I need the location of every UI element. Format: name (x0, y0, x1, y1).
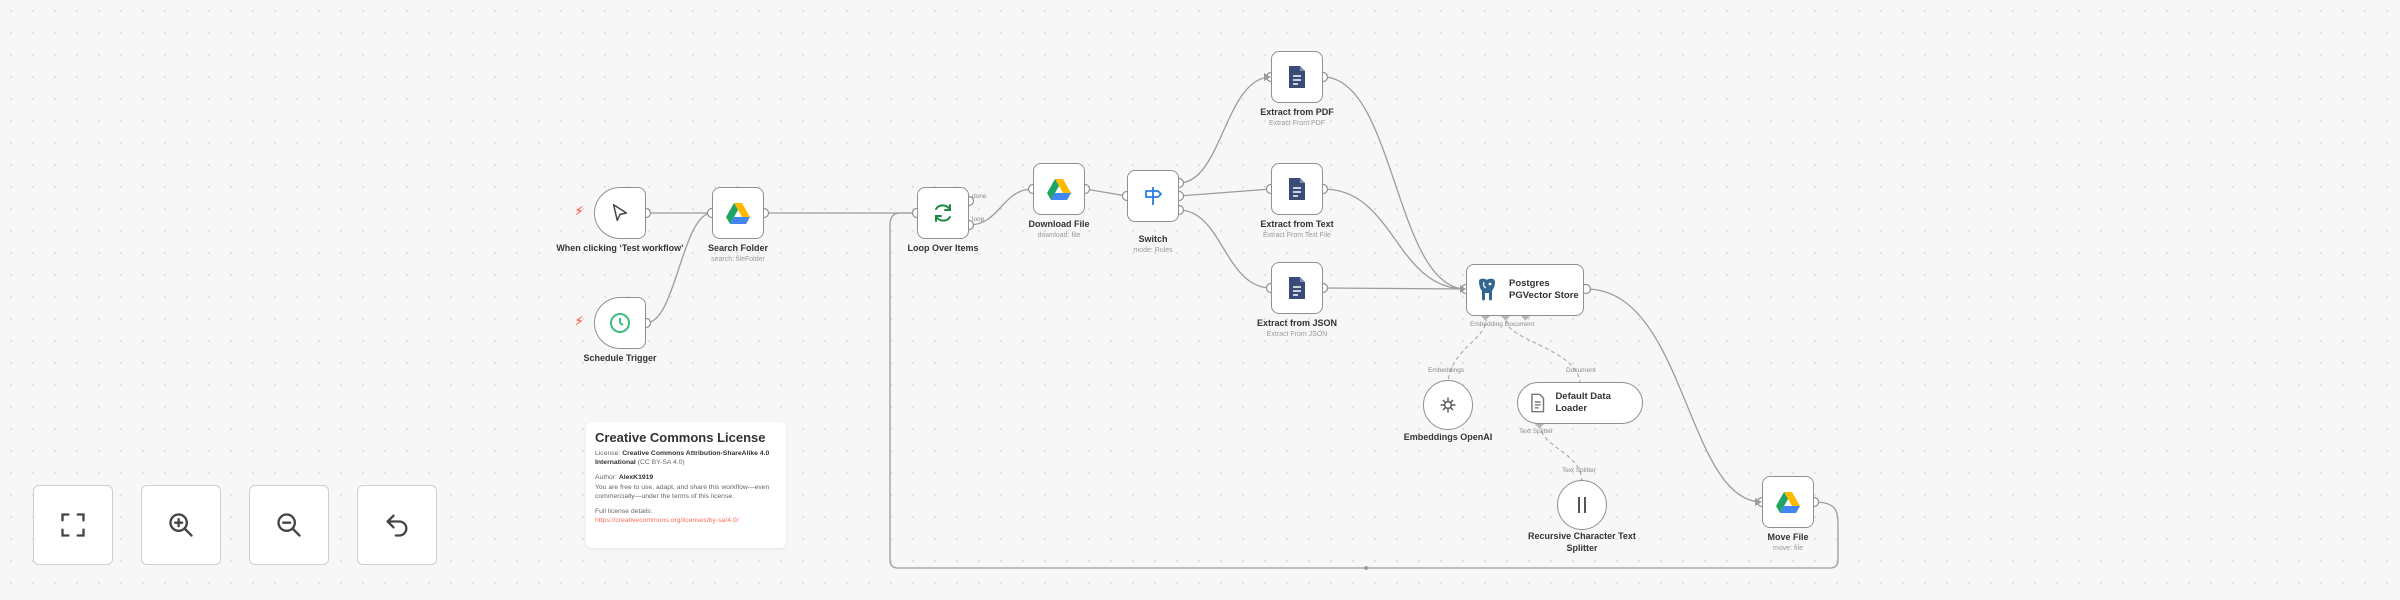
node-search-folder-subtitle: search: fileFolder (711, 256, 765, 263)
node-download-file-subtitle: download: file (1037, 232, 1081, 239)
signpost-icon (1145, 187, 1162, 205)
node-switch-subtitle: mode: Rules (1133, 247, 1173, 254)
author-label: Author: (595, 474, 619, 482)
node-schedule-trigger-label: Schedule Trigger (583, 353, 657, 363)
node-loop-label: Loop Over Items (907, 243, 979, 253)
openai-icon (1440, 397, 1456, 413)
node-extract-from-text[interactable] (1271, 163, 1323, 215)
node-extract-text-subtitle: Extract From Text File (1263, 232, 1331, 239)
edge-move-to-loop-return (889, 212, 1839, 569)
edge-download-to-switch (1084, 188, 1128, 197)
details-line: Full license details: https://creativecom… (595, 507, 777, 525)
node-embeddings-label: Embeddings OpenAI (1403, 432, 1493, 442)
node-recursive-text-splitter[interactable] (1557, 480, 1607, 530)
node-switch[interactable] (1127, 170, 1179, 222)
edge-loader-to-store (1505, 319, 1581, 385)
reset-zoom-button[interactable] (357, 485, 437, 565)
node-extract-json-label: Extract from JSON (1256, 318, 1338, 328)
license-body: You are free to use, adapt, and share th… (595, 483, 770, 500)
node-splitter-label: Recursive Character Text Splitter (1528, 531, 1636, 553)
license-label: License: (595, 450, 623, 457)
edge-json-to-store (1322, 287, 1467, 290)
license-link[interactable]: https://creativecommons.org/licenses/by-… (595, 517, 739, 525)
document-icon (1531, 393, 1545, 413)
edge-switch-to-pdf (1178, 76, 1272, 184)
postgres-elephant-icon (1479, 278, 1495, 301)
pgvector-ports-label: Embedding Document (1470, 321, 1535, 328)
node-extract-pdf-subtitle: Extract From PDF (1268, 120, 1325, 127)
node-postgres-pgvector-store[interactable]: Postgres PGVector Store (1466, 264, 1584, 316)
zoom-out-icon (277, 513, 301, 537)
node-extract-json-subtitle: Extract From JSON (1266, 331, 1328, 338)
node-extract-from-json[interactable] (1271, 262, 1323, 314)
fit-view-icon (61, 513, 85, 537)
trigger-bolt-icon: ⚡︎ (575, 314, 584, 328)
zoom-in-icon (169, 513, 193, 537)
edge-embeddings-to-store (1447, 319, 1487, 387)
edge-pdf-to-store (1322, 76, 1467, 290)
node-extract-pdf-label: Extract from PDF (1260, 107, 1334, 117)
trigger-bolt-icon: ⚡︎ (575, 204, 584, 218)
license-abbr: (CC BY-SA 4.0) (635, 459, 685, 467)
node-extract-text-label: Extract from Text (1260, 219, 1334, 229)
clock-icon (610, 313, 630, 333)
zoom-out-button[interactable] (249, 485, 329, 565)
node-move-file-label: Move File (1767, 532, 1809, 542)
node-embeddings-openai[interactable] (1423, 380, 1473, 430)
file-extract-icon (1289, 178, 1305, 200)
author-value: AlexK1919 (618, 474, 654, 482)
node-search-folder[interactable] (712, 187, 764, 239)
node-manual-trigger[interactable] (594, 187, 646, 239)
edge-switch-to-json (1178, 209, 1272, 289)
license-value: Creative Commons Attribution-ShareAlike … (595, 450, 770, 467)
google-drive-icon (726, 203, 750, 224)
node-search-folder-label: Search Folder (707, 243, 769, 253)
node-move-file-subtitle: move: file (1773, 545, 1803, 552)
edge-text-to-store (1322, 188, 1467, 290)
google-drive-icon (1776, 492, 1800, 513)
node-default-data-loader[interactable]: Default Data Loader (1517, 382, 1643, 424)
node-loop-over-items[interactable] (917, 187, 969, 239)
cursor-click-icon (612, 204, 628, 222)
file-extract-icon (1289, 66, 1305, 88)
loader-port-out-label: Text Splitter (1519, 428, 1553, 435)
google-drive-icon (1047, 179, 1071, 200)
splitter-port-label: Text Splitter (1562, 467, 1596, 474)
loader-port-in-label: Document (1566, 367, 1596, 374)
embeddings-port-label: Embeddings (1428, 367, 1465, 374)
node-download-file-label: Download File (1028, 219, 1090, 229)
node-download-file[interactable] (1033, 163, 1085, 215)
details-label: Full license details: (595, 507, 653, 515)
node-pgvector-label: Postgres PGVector Store (1509, 278, 1579, 301)
node-manual-trigger-label: When clicking ‘Test workflow’ (556, 243, 684, 253)
node-schedule-trigger[interactable] (594, 297, 646, 349)
loop-refresh-icon (935, 204, 951, 222)
node-move-file[interactable] (1762, 476, 1814, 528)
edge-loop-to-download (968, 188, 1034, 226)
file-extract-icon (1289, 277, 1305, 299)
sticky-note-title: Creative Commons License (595, 430, 766, 445)
edge-store-to-move (1585, 288, 1763, 503)
fit-view-button[interactable] (33, 485, 113, 565)
node-extract-from-pdf[interactable] (1271, 51, 1323, 103)
node-loader-label: Default Data Loader (1555, 391, 1611, 414)
zoom-in-button[interactable] (141, 485, 221, 565)
edge-schedule-to-search (645, 212, 713, 324)
node-switch-label: Switch (1138, 234, 1168, 244)
edge-switch-to-text (1178, 188, 1272, 197)
license-line: License: Creative Commons Attribution-Sh… (595, 449, 777, 467)
text-splitter-icon (1578, 497, 1586, 513)
loop-port-done-label: done (972, 193, 987, 200)
sticky-note-license[interactable]: Creative Commons License License: Creati… (586, 422, 786, 548)
loop-port-loop-label: loop (972, 216, 985, 223)
edge-splitter-to-loader (1539, 423, 1583, 483)
undo-icon (386, 514, 408, 537)
